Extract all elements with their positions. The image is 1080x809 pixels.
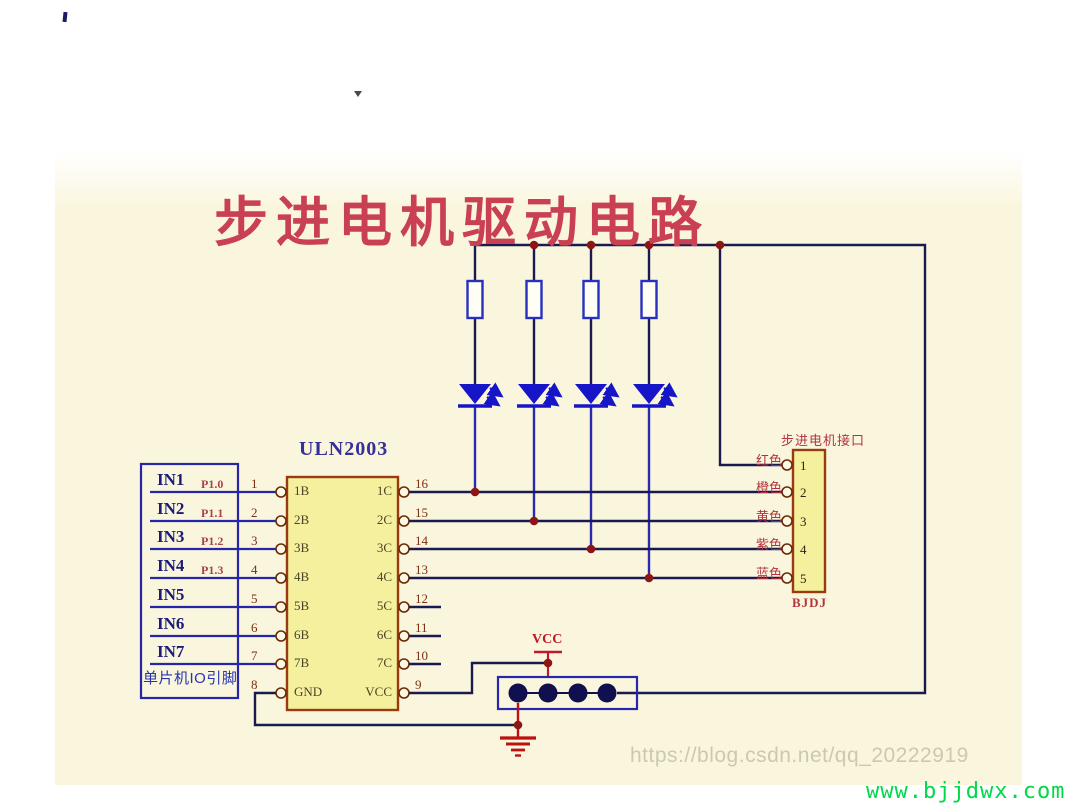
chip-pin-number: 5 xyxy=(251,591,258,606)
chip-pin-number: 4 xyxy=(251,562,258,577)
chip-pin-label: 3C xyxy=(376,540,392,555)
led-icon xyxy=(458,382,678,408)
mcu-io-box xyxy=(139,462,240,700)
chip-pin-number: 2 xyxy=(251,505,258,520)
connector-title: 步进电机接口 xyxy=(781,433,866,448)
chip-pin-label: 4B xyxy=(294,569,310,584)
artifact-marks xyxy=(62,11,362,97)
wire-color-label: 黄色 xyxy=(755,509,782,524)
supply-bus-wires xyxy=(475,243,927,695)
site-url: www.bjjdwx.com xyxy=(866,779,1066,804)
chip-pin-label: GND xyxy=(294,684,323,699)
chip-pin-number: 14 xyxy=(415,533,428,548)
schematic-canvas xyxy=(55,150,1022,785)
chip-pin-label: 4C xyxy=(376,569,392,584)
connector-refdes: BJDJ xyxy=(792,595,828,610)
jumper-block xyxy=(496,675,639,711)
chip-pin-label: 6B xyxy=(294,627,310,642)
chip-pin-number: 8 xyxy=(251,677,258,692)
connector-pin-number: 5 xyxy=(800,571,807,586)
chip-pin-number: 16 xyxy=(415,476,428,491)
chip-pin-label: 7C xyxy=(376,655,392,670)
input-label: IN1 xyxy=(157,470,185,489)
chip-pin-number: 15 xyxy=(415,505,428,520)
chip-pin-number: 1 xyxy=(251,476,258,491)
wire-color-label: 紫色 xyxy=(755,537,782,552)
connector-pin-number: 1 xyxy=(800,458,807,473)
chip-pin-number: 13 xyxy=(415,562,428,577)
port-label: P1.1 xyxy=(201,506,224,520)
motor-connector-body xyxy=(791,448,827,594)
chip-pin-number: 7 xyxy=(251,648,258,663)
uln2003-chip-body xyxy=(285,475,400,712)
chip-pin-number: 11 xyxy=(415,620,428,635)
input-label: IN4 xyxy=(157,556,185,575)
chip-pin-label: 1C xyxy=(376,483,392,498)
connector-pin-number: 4 xyxy=(800,542,807,557)
input-label: IN3 xyxy=(157,527,185,546)
input-label: IN5 xyxy=(157,585,185,604)
chip-pin-label: 1B xyxy=(294,483,310,498)
input-label: IN2 xyxy=(157,499,185,518)
input-label: IN6 xyxy=(157,614,185,633)
input-wires xyxy=(150,490,276,666)
chip-pin-label: 5B xyxy=(294,598,310,613)
port-label: P1.3 xyxy=(201,563,224,577)
chip-pin-number: 9 xyxy=(415,677,422,692)
chip-pin-label: 3B xyxy=(294,540,310,555)
wire-color-label: 橙色 xyxy=(755,480,782,495)
mcu-box-label: 单片机IO引脚 xyxy=(143,670,238,687)
chip-pin-label: 6C xyxy=(376,627,392,642)
chip-pin-label: 2C xyxy=(376,512,392,527)
wire-color-label: 蓝色 xyxy=(755,566,782,581)
port-label: P1.0 xyxy=(201,477,224,491)
wire-color-label: 红色 xyxy=(755,453,782,468)
connector-pin-number: 3 xyxy=(800,514,807,529)
chip-pin-number: 10 xyxy=(415,648,428,663)
ground-icon xyxy=(500,703,536,757)
connector-pin-number: 2 xyxy=(800,485,807,500)
chip-pin-label: 2B xyxy=(294,512,310,527)
chip-pin-label: VCC xyxy=(365,684,392,699)
resistor-led-columns xyxy=(458,245,678,578)
watermark: https://blog.csdn.net/qq_20222919 xyxy=(630,744,969,767)
resistor xyxy=(466,279,658,320)
connector-pin-bubbles xyxy=(781,459,793,584)
chip-pin-number: 3 xyxy=(251,533,258,548)
chip-pin-number: 12 xyxy=(415,591,428,606)
chip-pin-label: 7B xyxy=(294,655,310,670)
page-title: 步进电机驱动电路 xyxy=(214,193,710,253)
chip-pin-number: 6 xyxy=(251,620,258,635)
input-label: IN7 xyxy=(157,642,185,661)
junction-dots xyxy=(470,240,725,730)
chip-pin-label: 5C xyxy=(376,598,392,613)
vcc-label: VCC xyxy=(532,632,563,647)
chip-name-label: ULN2003 xyxy=(299,438,389,460)
port-label: P1.2 xyxy=(201,534,224,548)
pin-bubbles xyxy=(275,486,410,699)
